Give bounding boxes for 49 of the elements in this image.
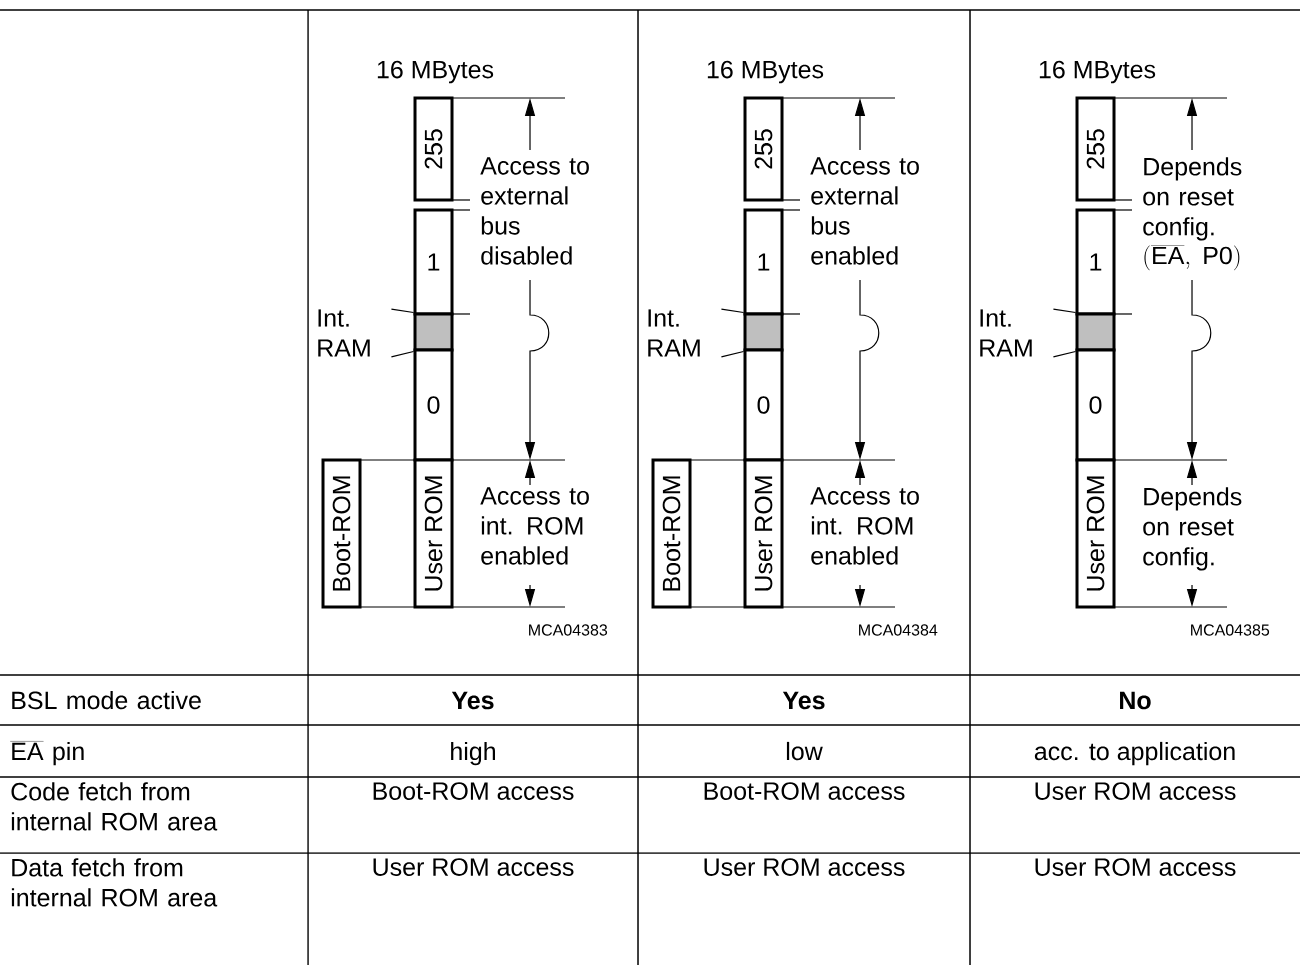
table-value: acc. to application [1034, 741, 1235, 766]
table-value: User ROM access [704, 858, 905, 876]
table-value: low [786, 741, 823, 761]
table-value: User ROM access [1035, 782, 1236, 800]
range-note: Access to int. ROM enabled [480, 487, 589, 565]
range-note: Access to external bus disabled [480, 157, 589, 265]
figure-code: MCA04383 [529, 624, 608, 636]
figure-code: MCA04385 [1191, 624, 1270, 636]
table-value: Yes [782, 691, 825, 710]
row-label: BSL mode active [12, 690, 201, 710]
memory-segment: 1 [1075, 208, 1116, 316]
leader-line [390, 308, 415, 314]
table-value: Yes [451, 691, 494, 710]
table-value: high [451, 741, 495, 766]
memory-segment: User ROM [1075, 458, 1116, 609]
table-value: User ROM access [373, 858, 574, 876]
memory-segment: Boot-ROM [321, 458, 362, 609]
segment-label: Int. RAM [980, 309, 1032, 357]
row-label: $\overline{\mathrm{EA}}\ \mathrm{pin}$ [10, 741, 84, 766]
figure-code: MCA04384 [859, 624, 938, 636]
leader-line [720, 308, 745, 314]
segment-label: Int. RAM [318, 309, 370, 357]
leader-line [720, 350, 745, 358]
table-value: No [1120, 691, 1151, 710]
memory-segment: 255 [413, 96, 454, 202]
table-value: User ROM access [1035, 858, 1236, 876]
memory-segment: 0 [413, 348, 454, 462]
leader-line [1052, 308, 1077, 314]
memory-segment: 1 [413, 208, 454, 316]
memory-segment: User ROM [743, 458, 784, 609]
range-note: $(\overline{\mathrm{EA}},\ \mathrm{P0})$ [1144, 245, 1240, 271]
table-value: Boot-ROM access [373, 782, 574, 800]
table-value: Boot-ROM access [704, 782, 905, 800]
range-note: Access to int. ROM enabled [810, 487, 919, 565]
memory-segment: User ROM [413, 458, 454, 609]
leader-line [390, 350, 415, 358]
row-label: Data fetch from internal ROM area [11, 858, 218, 907]
memory-segment: 255 [743, 96, 784, 202]
memory-segment: 1 [743, 208, 784, 316]
range-note: Depends on reset config. [1143, 157, 1242, 241]
leader-line [1052, 350, 1077, 358]
memory-segment: 0 [743, 348, 784, 462]
range-note: Depends on reset config. [1143, 487, 1242, 571]
row-label: Code fetch from internal ROM area [11, 782, 218, 831]
memory-segment: 0 [1075, 348, 1116, 462]
range-note: Access to external bus enabled [810, 157, 919, 265]
segment-label: Int. RAM [648, 309, 700, 357]
memory-segment: Boot-ROM [651, 458, 692, 609]
memory-segment: 255 [1075, 96, 1116, 202]
